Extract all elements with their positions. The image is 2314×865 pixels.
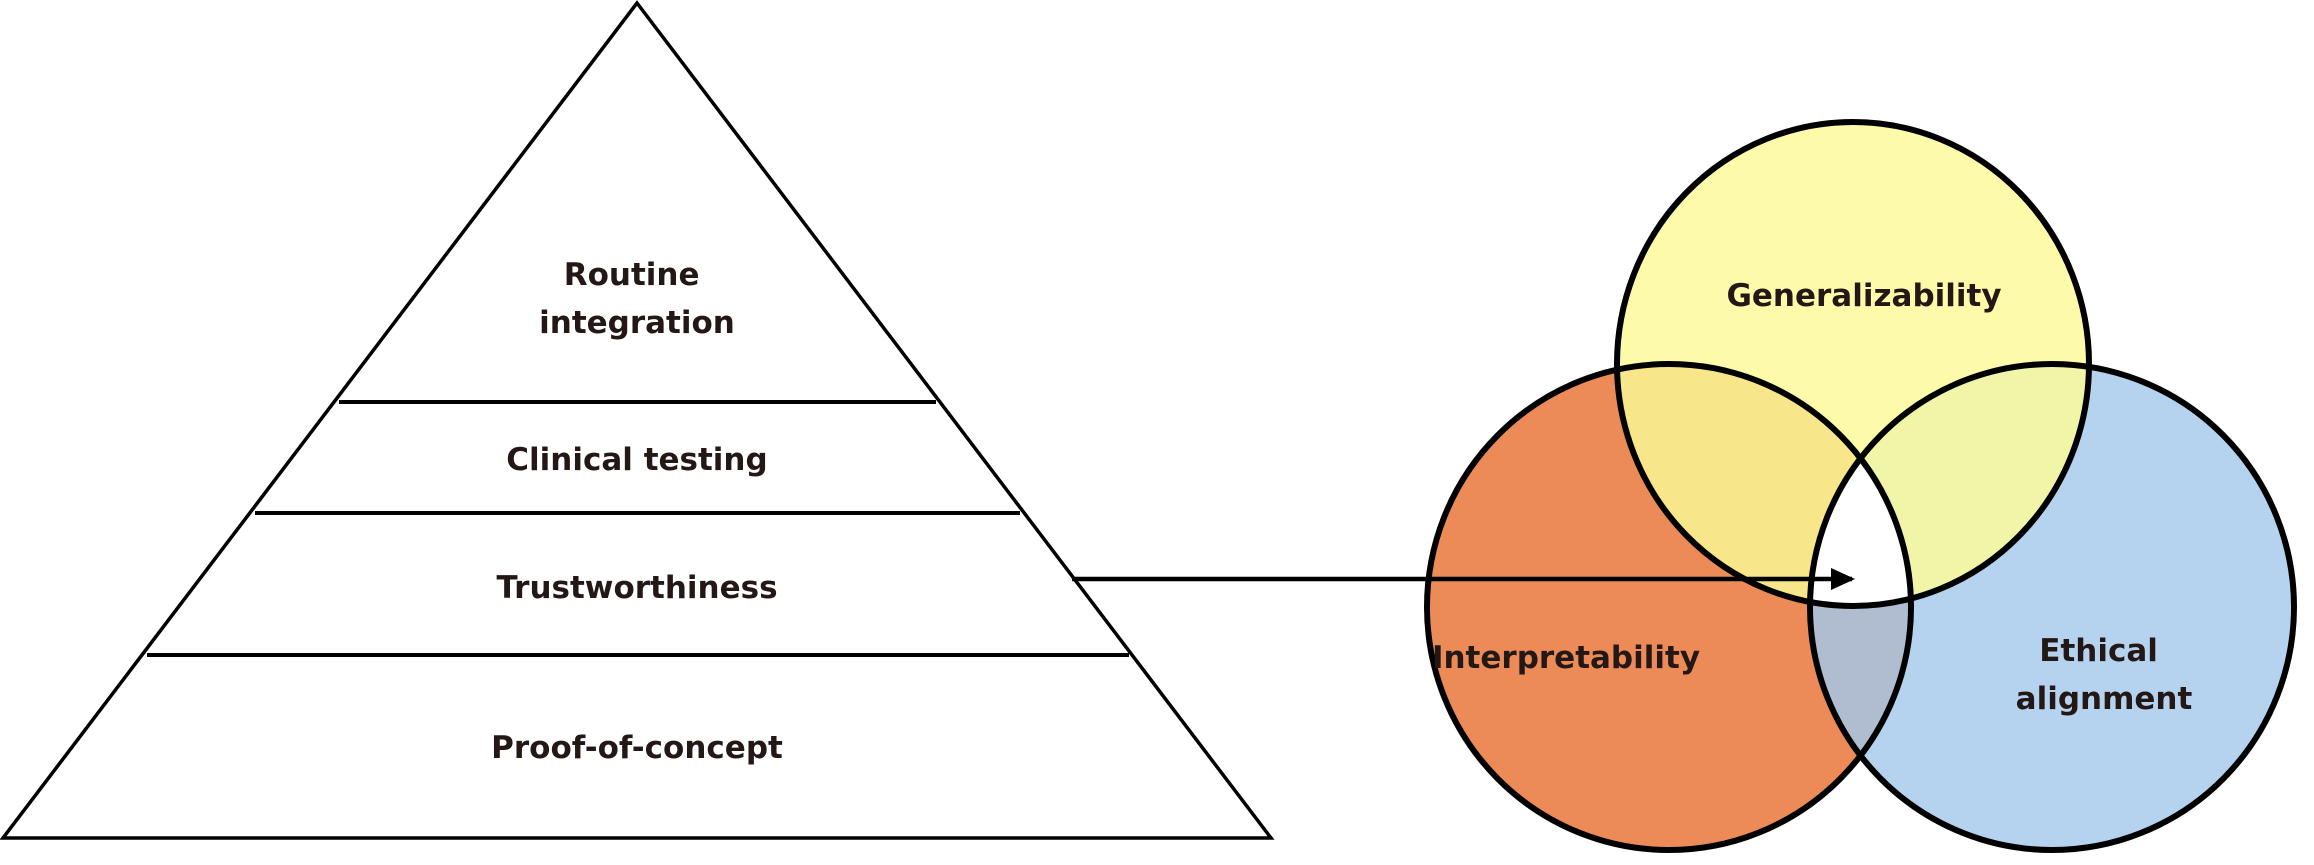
- pyramid: Routine integration Clinical testing Tru…: [0, 0, 1275, 840]
- pyramid-level-trustworthiness: Trustworthiness: [496, 570, 777, 606]
- label-line: alignment: [2016, 681, 2193, 717]
- venn-label-ethical-alignment: Ethical alignment: [2016, 633, 2193, 717]
- label-line: Ethical: [2039, 633, 2158, 669]
- pyramid-level-routine-integration: Routine integration: [539, 257, 735, 341]
- pyramid-level-clinical-testing: Clinical testing: [506, 442, 767, 478]
- venn-label-generalizability: Generalizability: [1726, 278, 2001, 314]
- label-line: integration: [539, 305, 735, 341]
- venn-label-interpretability: Interpretability: [1432, 640, 1700, 676]
- pyramid-outline: [0, 0, 1275, 840]
- label-line: Routine: [564, 257, 700, 293]
- pyramid-level-proof-of-concept: Proof-of-concept: [491, 730, 783, 766]
- arrowhead-icon: [1831, 568, 1855, 590]
- venn-diagram: Generalizability Interpretability Ethica…: [1072, 122, 2294, 850]
